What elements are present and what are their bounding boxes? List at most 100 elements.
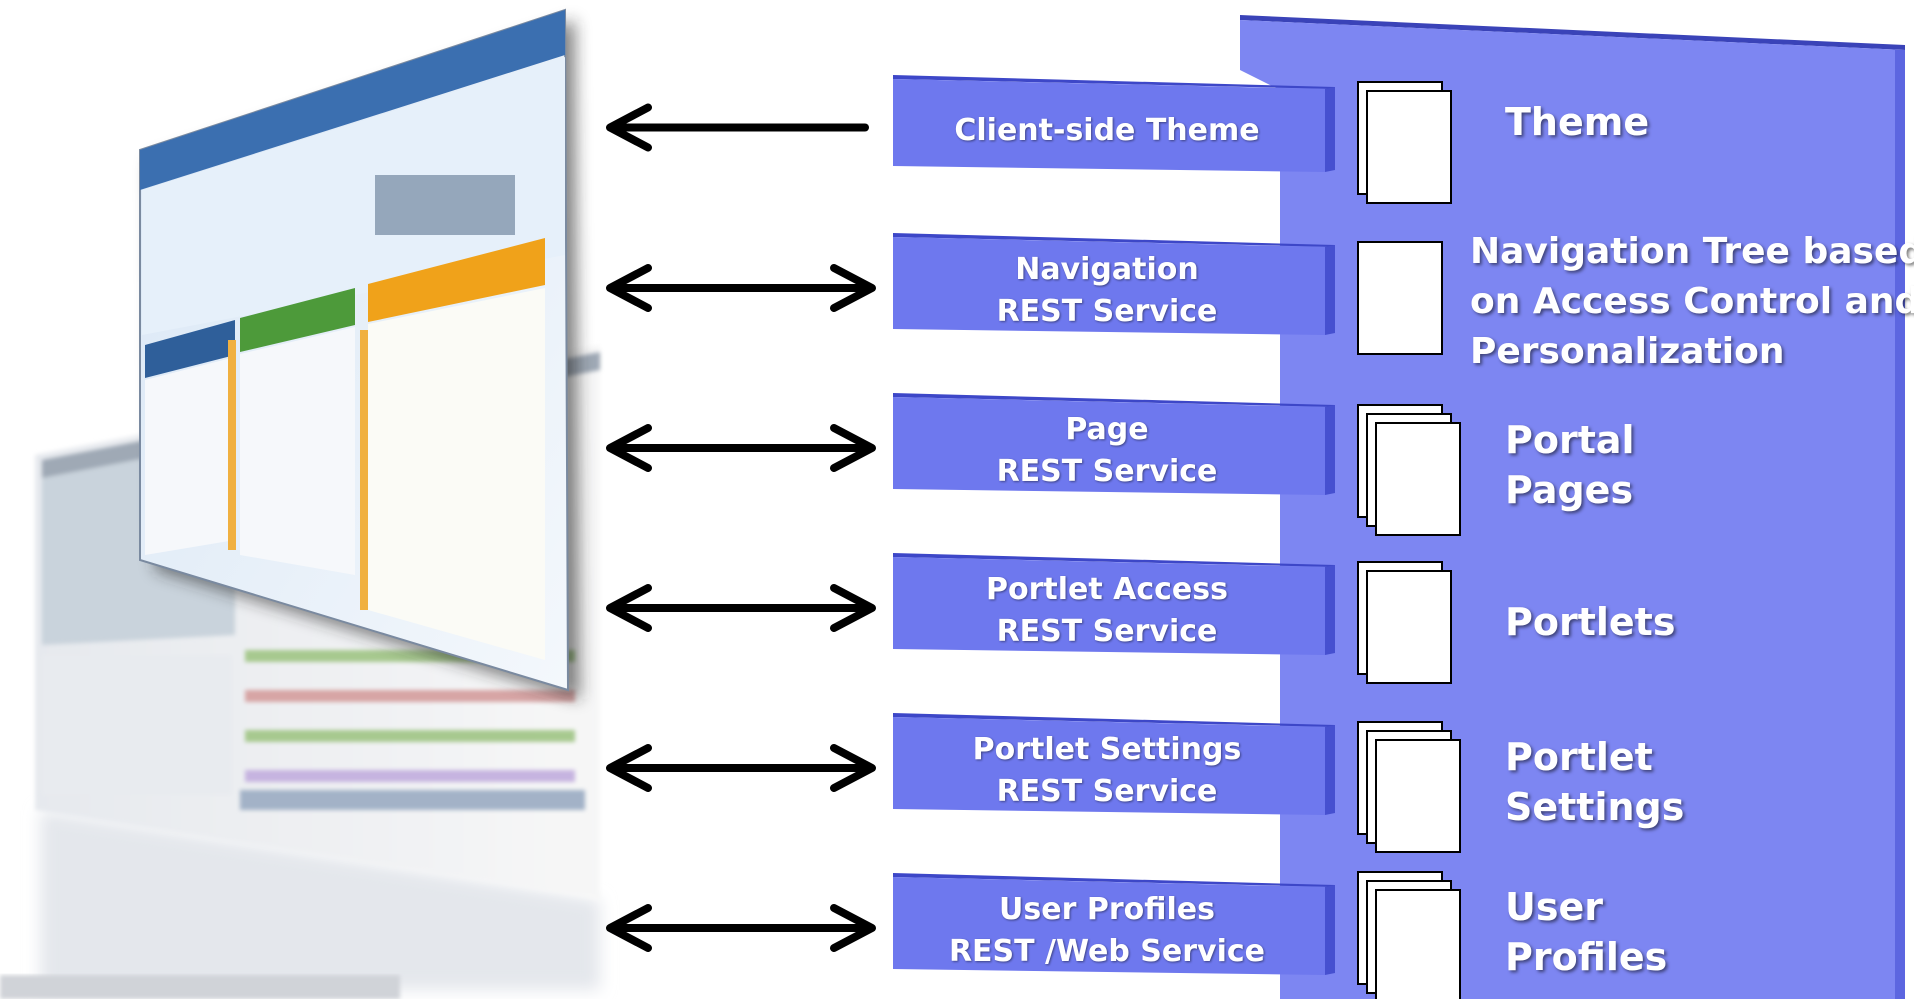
front-card-green — [240, 288, 355, 352]
screenshot-footer-strip — [0, 975, 400, 999]
service-box-front — [893, 79, 1325, 172]
service-box-top — [893, 553, 1335, 567]
double-arrow — [606, 264, 876, 312]
resource-label-line: Portlets — [1505, 600, 1676, 644]
back-row — [245, 690, 575, 702]
arrow-head-left — [606, 584, 652, 632]
arrow-head-right — [830, 424, 876, 472]
service-box-front — [893, 237, 1325, 335]
document-stack-icon — [1357, 561, 1452, 684]
resource-label-line: Pages — [1505, 468, 1634, 512]
document-page — [1357, 241, 1443, 355]
service-box-side — [1325, 725, 1335, 815]
front-titlebar — [140, 10, 565, 190]
service-label-line: Navigation — [1015, 252, 1199, 287]
resource-label-line: Portal — [1505, 418, 1635, 462]
arrow-head-right — [830, 584, 876, 632]
resource-label-line: User — [1505, 885, 1603, 929]
front-col — [145, 357, 235, 555]
service-box — [893, 393, 1335, 495]
service-box-top — [893, 873, 1335, 887]
service-box-top — [893, 75, 1335, 89]
front-col — [368, 288, 545, 660]
front-thumb — [375, 175, 515, 235]
arrow-head-left — [606, 103, 652, 152]
service-box-side — [1325, 885, 1335, 975]
service-label-line: REST Service — [996, 454, 1218, 489]
resource-label: Theme — [1505, 97, 1649, 147]
resource-label: Navigation Tree based on Access Control a… — [1470, 227, 1914, 377]
front-orange-bar — [360, 330, 368, 610]
portal-screenshot-stack — [0, 8, 600, 999]
service-label-line: Client-side Theme — [954, 112, 1260, 148]
arrow-head-right — [830, 264, 876, 312]
double-arrow — [606, 744, 876, 792]
document-page — [1375, 422, 1461, 536]
back-row — [245, 730, 575, 742]
document-page — [1366, 570, 1452, 684]
back-panel — [42, 655, 232, 795]
service-label-line: REST /Web Service — [948, 934, 1266, 969]
service-box-top — [893, 393, 1335, 407]
document-icons — [1357, 81, 1461, 999]
service-label-line: REST Service — [996, 774, 1218, 809]
service-box — [893, 713, 1335, 815]
front-orange-bar — [228, 340, 236, 550]
document-page — [1375, 739, 1461, 853]
service-box — [893, 233, 1335, 335]
resource-label-line: Settings — [1505, 785, 1685, 829]
service-label-line: REST Service — [996, 614, 1218, 649]
document-stack-icon — [1357, 871, 1461, 999]
service-box-front — [893, 557, 1325, 655]
resource-label-line: on Access Control and — [1470, 281, 1914, 322]
double-arrow — [606, 904, 876, 952]
service-label-line: Page — [1065, 412, 1149, 447]
service-box-top — [893, 233, 1335, 247]
arrow-head-left — [606, 744, 652, 792]
front-card-blue — [145, 320, 235, 378]
arrow-head-right — [830, 744, 876, 792]
resource-label: Portlets — [1505, 597, 1675, 647]
document-page — [1375, 889, 1461, 999]
service-box-side — [1325, 87, 1335, 172]
document-stack-icon — [1357, 404, 1461, 536]
document-page — [1366, 90, 1452, 204]
service-box-front — [893, 717, 1325, 815]
arrow-head-left — [606, 904, 652, 952]
panel-top-face — [1240, 15, 1905, 50]
service-box-top — [893, 713, 1335, 727]
resource-label-line: Portlet — [1505, 735, 1653, 779]
resource-label-line: Profiles — [1505, 935, 1668, 979]
document-stack-icon — [1357, 721, 1461, 853]
back-row — [245, 770, 575, 782]
service-box — [893, 553, 1335, 655]
panel-right-edge — [1895, 50, 1905, 999]
front-col — [240, 327, 355, 575]
double-arrow — [606, 424, 876, 472]
back-footer — [240, 790, 585, 810]
service-box — [893, 75, 1335, 172]
arrow-head-left — [606, 424, 652, 472]
arrows — [606, 103, 876, 952]
service-box-front — [893, 397, 1325, 495]
arrow-head-right — [830, 904, 876, 952]
service-label-line: REST Service — [996, 294, 1218, 329]
service-boxes — [893, 75, 1335, 975]
service-label-line: Portlet Access — [986, 572, 1228, 607]
front-card-orange — [368, 238, 545, 322]
resource-label-line: Navigation Tree based — [1470, 231, 1914, 272]
service-box-side — [1325, 565, 1335, 655]
service-box-front — [893, 877, 1325, 975]
service-label-line: Portlet Settings — [972, 732, 1242, 767]
document-stack-icon — [1357, 81, 1452, 204]
document-stack-icon — [1357, 241, 1443, 355]
